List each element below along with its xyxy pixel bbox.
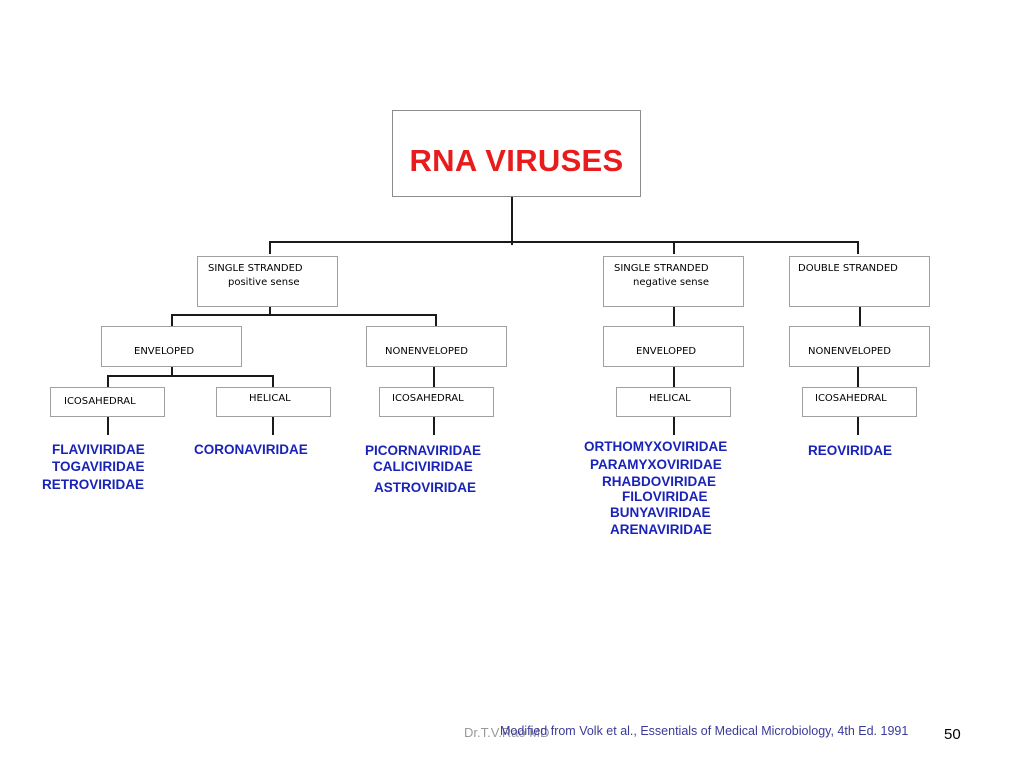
- connector-to-pos-nonenv-icosahedral: [433, 367, 435, 387]
- connector-to-ss-positive: [269, 241, 271, 254]
- family-caliciviridae: CALICIVIRIDAE: [373, 459, 473, 474]
- family-filoviridae: FILOVIRIDAE: [622, 489, 708, 504]
- connector-to-ds-nonenv-icosahedral: [857, 367, 859, 387]
- family-rhabdoviridae: RHABDOVIRIDAE: [602, 474, 717, 489]
- connector-to-pos-nonenveloped: [435, 314, 437, 326]
- connector-to-group2: [272, 417, 274, 435]
- connector-to-group3: [433, 417, 435, 435]
- connector-to-ss-negative: [673, 241, 675, 254]
- node-double-stranded: DOUBLE STRANDED: [789, 256, 930, 307]
- root-node-box: RNA VIRUSES: [392, 110, 641, 197]
- diagram-title: RNA VIRUSES: [409, 143, 624, 178]
- connector-to-ds-nonenveloped: [859, 307, 861, 326]
- node-ss-positive: SINGLE STRANDED positive sense: [197, 256, 338, 307]
- connector-ss-positive-down: [269, 307, 271, 316]
- footer-author: Dr.T.V.Rao MD: [464, 725, 550, 740]
- node-pos-enveloped: ENVELOPED: [101, 326, 242, 367]
- node-ss-positive-line2: positive sense: [228, 277, 300, 288]
- family-togaviridae: TOGAVIRIDAE: [52, 459, 145, 474]
- connector-pos-enveloped-down: [171, 367, 173, 377]
- connector-to-pos-env-icosahedral: [107, 375, 109, 387]
- node-ds-nonenv-icosahedral: ICOSAHEDRAL: [802, 387, 917, 417]
- node-ds-line1: DOUBLE STRANDED: [798, 263, 898, 274]
- family-bunyaviridae: BUNYAVIRIDAE: [610, 505, 711, 520]
- node-ss-negative-line2: negative sense: [633, 277, 709, 288]
- family-astroviridae: ASTROVIRIDAE: [374, 480, 477, 495]
- node-neg-enveloped: ENVELOPED: [603, 326, 744, 367]
- family-orthomyxoviridae: ORTHOMYXOVIRIDAE: [584, 439, 728, 454]
- node-pos-env-icosahedral: ICOSAHEDRAL: [50, 387, 165, 417]
- family-reoviridae: REOVIRIDAE: [808, 443, 893, 458]
- node-pos-env-helical-label: HELICAL: [249, 393, 291, 404]
- footer-credit: Modified from Volk et al., Essentials of…: [500, 724, 909, 738]
- connector-to-group5: [857, 417, 859, 435]
- node-neg-enveloped-label: ENVELOPED: [636, 346, 697, 357]
- node-ds-nonenv-icosahedral-label: ICOSAHEDRAL: [815, 393, 887, 404]
- node-pos-enveloped-label: ENVELOPED: [134, 346, 195, 357]
- node-ds-nonenveloped: NONENVELOPED: [789, 326, 930, 367]
- node-ss-negative: SINGLE STRANDED negative sense: [603, 256, 744, 307]
- connector-to-pos-enveloped: [171, 314, 173, 326]
- connector-to-neg-env-helical: [673, 367, 675, 387]
- node-neg-env-helical: HELICAL: [616, 387, 731, 417]
- node-pos-nonenveloped: NONENVELOPED: [366, 326, 507, 367]
- node-neg-env-helical-label: HELICAL: [649, 393, 691, 404]
- connector-to-group1: [107, 417, 109, 435]
- connector-level1-bar: [269, 241, 859, 243]
- connector-pos-enveloped-bar: [107, 375, 274, 377]
- node-pos-env-helical: HELICAL: [216, 387, 331, 417]
- connector-root-down: [511, 197, 513, 245]
- family-picornaviridae: PICORNAVIRIDAE: [365, 443, 482, 458]
- connector-to-ds: [857, 241, 859, 254]
- family-retroviridae: RETROVIRIDAE: [42, 477, 145, 492]
- connector-to-pos-env-helical: [272, 375, 274, 387]
- connector-ss-positive-bar: [171, 314, 437, 316]
- node-ss-negative-line1: SINGLE STRANDED: [614, 263, 709, 274]
- node-pos-nonenveloped-label: NONENVELOPED: [385, 346, 468, 357]
- family-flaviviridae: FLAVIVIRIDAE: [52, 442, 145, 457]
- node-ds-nonenveloped-label: NONENVELOPED: [808, 346, 891, 357]
- node-pos-nonenv-icosahedral: ICOSAHEDRAL: [379, 387, 494, 417]
- node-ss-positive-line1: SINGLE STRANDED: [208, 263, 303, 274]
- page-number: 50: [944, 726, 961, 743]
- family-paramyxoviridae: PARAMYXOVIRIDAE: [590, 457, 722, 472]
- family-coronaviridae: CORONAVIRIDAE: [194, 442, 308, 457]
- family-arenaviridae: ARENAVIRIDAE: [610, 522, 712, 537]
- node-pos-nonenv-icosahedral-label: ICOSAHEDRAL: [392, 393, 464, 404]
- connector-to-group4: [673, 417, 675, 435]
- connector-to-neg-enveloped: [673, 307, 675, 326]
- node-pos-env-icosahedral-label: ICOSAHEDRAL: [64, 396, 136, 407]
